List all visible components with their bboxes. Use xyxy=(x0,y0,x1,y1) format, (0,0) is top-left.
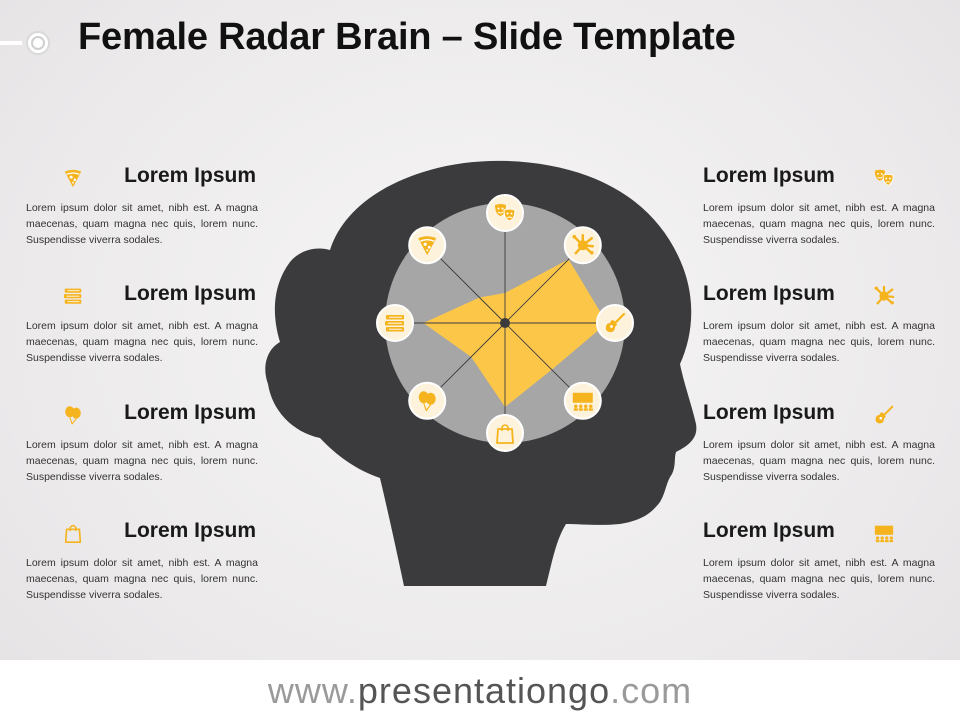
footer-url-domain: presentationgo xyxy=(357,670,611,711)
text-block-right-4: Lorem Ipsum Lorem ipsum dolor sit amet, … xyxy=(703,519,935,603)
block-text: Lorem ipsum dolor sit amet, nibh est. A … xyxy=(26,320,258,364)
block-heading: Lorem Ipsum xyxy=(703,282,835,305)
block-text: Lorem ipsum dolor sit amet, nibh est. A … xyxy=(26,557,258,601)
radar-badge-theater-masks-icon xyxy=(486,194,524,232)
block-text: Lorem ipsum dolor sit amet, nibh est. A … xyxy=(703,202,935,246)
books-icon xyxy=(384,314,405,332)
radar-badge-books-icon xyxy=(376,304,414,342)
block-text: Lorem ipsum dolor sit amet, nibh est. A … xyxy=(26,202,258,246)
pizza-icon xyxy=(62,167,84,189)
text-block-right-1: Lorem Ipsum Lorem ipsum dolor sit amet, … xyxy=(703,164,935,248)
footer-bar: www.presentationgo.com xyxy=(0,660,960,720)
radar-badges xyxy=(376,194,634,452)
text-block-left-2: Lorem Ipsum Lorem ipsum dolor sit amet, … xyxy=(26,282,258,366)
block-heading: Lorem Ipsum xyxy=(703,401,835,424)
block-heading: Lorem Ipsum xyxy=(124,282,256,305)
books-icon xyxy=(62,285,84,307)
text-block-left-4: Lorem Ipsum Lorem ipsum dolor sit amet, … xyxy=(26,519,258,603)
balloons-icon xyxy=(62,404,84,426)
block-heading: Lorem Ipsum xyxy=(124,401,256,424)
paint-splash-icon xyxy=(873,285,895,307)
radar-badge-shopping-bag-icon xyxy=(486,414,524,452)
text-block-left-1: Lorem Ipsum Lorem ipsum dolor sit amet, … xyxy=(26,164,258,248)
block-text: Lorem ipsum dolor sit amet, nibh est. A … xyxy=(703,557,935,601)
radar-center-dot xyxy=(500,318,510,328)
block-text: Lorem ipsum dolor sit amet, nibh est. A … xyxy=(703,320,935,364)
block-heading: Lorem Ipsum xyxy=(124,519,256,542)
block-heading: Lorem Ipsum xyxy=(703,519,835,542)
block-heading: Lorem Ipsum xyxy=(703,164,835,187)
cinema-audience-icon xyxy=(873,522,895,544)
radar-badge-balloons-icon xyxy=(408,381,447,420)
title-knob-decoration xyxy=(0,31,50,55)
footer-url-suffix: .com xyxy=(610,670,693,711)
text-block-right-2: Lorem Ipsum Lorem ipsum dolor sit amet, … xyxy=(703,282,935,366)
radar-badge-paint-splash-icon xyxy=(563,226,602,265)
radar-badge-pizza-icon xyxy=(408,226,447,265)
shopping-bag-icon xyxy=(62,522,84,544)
text-block-left-3: Lorem Ipsum Lorem ipsum dolor sit amet, … xyxy=(26,401,258,485)
footer-url-prefix: www. xyxy=(267,670,358,711)
page-title: Female Radar Brain – Slide Template xyxy=(78,16,736,58)
guitar-icon xyxy=(873,404,895,426)
theater-masks-icon xyxy=(873,167,895,189)
block-text: Lorem ipsum dolor sit amet, nibh est. A … xyxy=(26,439,258,483)
text-block-right-3: Lorem Ipsum Lorem ipsum dolor sit amet, … xyxy=(703,401,935,485)
block-heading: Lorem Ipsum xyxy=(124,164,256,187)
block-text: Lorem ipsum dolor sit amet, nibh est. A … xyxy=(703,439,935,483)
radar-badge-guitar-icon xyxy=(596,304,634,342)
footer-url[interactable]: www.presentationgo.com xyxy=(0,670,960,712)
radar-badge-cinema-audience-icon xyxy=(563,381,602,420)
